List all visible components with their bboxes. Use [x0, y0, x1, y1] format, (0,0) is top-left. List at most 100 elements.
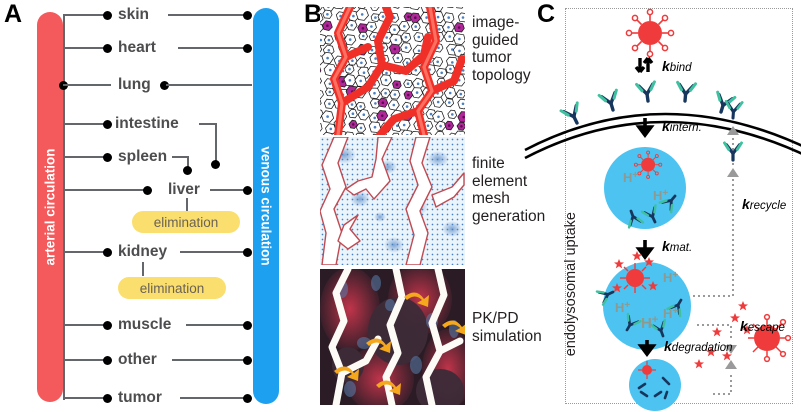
- liver-elimination-pill: elimination: [132, 211, 240, 233]
- muscle-inflow-line: [63, 324, 107, 326]
- venous-circulation-label: venous circulation: [258, 146, 274, 266]
- k-subscript: degradation: [671, 342, 733, 354]
- skin-outflow-dot: [243, 11, 252, 20]
- k-escape-arrowhead-up: [725, 360, 737, 369]
- mesh-generation-image: [320, 137, 465, 265]
- k-subscript: recycle: [749, 200, 787, 212]
- lung-inflow-line: [63, 84, 111, 86]
- membrane-antibody-recycled: [723, 99, 744, 121]
- organ-label-tumor: tumor: [118, 389, 162, 406]
- k-recycle-arrowhead-top: [727, 126, 739, 135]
- k-subscript: intern.: [669, 122, 702, 134]
- panel-c-label: C: [537, 0, 556, 28]
- heart-outflow-line: [178, 47, 250, 49]
- venous-circulation-bar: venous circulation: [253, 8, 279, 404]
- endosome-mature: [595, 251, 691, 350]
- caption-line: topology: [472, 66, 531, 84]
- k-escape-path: [697, 324, 732, 395]
- k-subscript: mat.: [669, 242, 693, 254]
- spleen-outflow-line: [172, 156, 189, 158]
- muscle-outflow-line: [186, 324, 250, 326]
- liver-elimination-label: elimination: [153, 214, 219, 230]
- kidney-elimination-pill: elimination: [118, 277, 226, 299]
- caption-line: tumor: [472, 49, 512, 67]
- caption-line: finite: [472, 155, 505, 172]
- caption-mesh-generation: finite element mesh generation: [472, 155, 545, 226]
- k-symbol: k: [740, 318, 748, 334]
- k-intern-label: kintern.: [662, 118, 702, 134]
- caption-line: element: [472, 172, 528, 190]
- liver-inflow-dot: [143, 186, 152, 195]
- spleen-inflow-line: [63, 156, 107, 158]
- arterial-trunk-line: [63, 15, 65, 400]
- panel-c: C endolysosomal uptake: [524, 0, 801, 412]
- heart-inflow-dot: [103, 44, 112, 53]
- organ-label-heart: heart: [118, 39, 156, 56]
- caption-tumor-topology: image- guided tumor topology: [472, 14, 531, 85]
- k-recycle-path: [693, 172, 734, 297]
- tumor-topology-image: [320, 7, 465, 135]
- lung-outflow-dot: [160, 81, 169, 90]
- skin-inflow-dot: [103, 11, 112, 20]
- other-outflow-dot: [243, 356, 252, 365]
- endosome-early: [604, 147, 686, 229]
- k-symbol: k: [664, 338, 672, 354]
- caption-line: guided: [472, 31, 519, 49]
- arterial-circulation-label: arterial circulation: [42, 148, 58, 266]
- k-mat-arrow: [635, 240, 655, 260]
- tumor-outflow-dot: [243, 394, 252, 403]
- organ-label-muscle: muscle: [118, 316, 172, 333]
- liver-elimination-stem: [186, 198, 188, 211]
- recycled-antibody: [722, 141, 744, 162]
- k-symbol: k: [742, 196, 750, 212]
- endosome-degraded: [629, 359, 681, 411]
- spleen-to-liver-dot: [183, 166, 192, 175]
- skin-inflow-line: [63, 14, 107, 16]
- k-symbol: k: [662, 58, 670, 74]
- organ-label-lung: lung: [118, 76, 151, 93]
- k-intern-arrow: [635, 118, 655, 138]
- k-subscript: escape: [747, 322, 785, 334]
- kidney-elimination-label: elimination: [139, 280, 205, 296]
- kidney-outflow-dot: [243, 248, 252, 257]
- organ-label-intestine: intestine: [115, 115, 179, 132]
- k-subscript: bind: [669, 62, 692, 74]
- k-degradation-arrow: [637, 340, 657, 357]
- k-recycle-label: krecycle: [742, 196, 786, 212]
- liver-outflow-line: [210, 189, 250, 191]
- caption-line: simulation: [472, 327, 542, 345]
- panel-a: A arterial circulation venous circulatio…: [0, 0, 300, 412]
- organ-label-spleen: spleen: [118, 148, 168, 165]
- panel-b-label: B: [304, 0, 323, 28]
- intestine-inflow-dot: [103, 120, 112, 129]
- organ-label-kidney: kidney: [118, 243, 168, 260]
- lung-outflow-line: [166, 84, 252, 86]
- caption-pkpd-simulation: PK/PD simulation: [472, 310, 542, 345]
- caption-line: generation: [472, 207, 546, 225]
- organ-label-liver: liver: [168, 181, 200, 198]
- tumor-inflow-line: [63, 397, 107, 399]
- panel-c-frame: [565, 8, 793, 404]
- other-outflow-line: [172, 359, 250, 361]
- caption-line: mesh: [472, 190, 510, 208]
- panel-c-diagram: H+ H+: [524, 8, 801, 411]
- other-inflow-dot: [103, 356, 112, 365]
- k-degradation-label: kdegradation: [664, 338, 733, 354]
- muscle-outflow-dot: [243, 321, 252, 330]
- other-inflow-line: [63, 359, 107, 361]
- k-escape-arrowhead-down: [725, 345, 737, 354]
- tumor-inflow-dot: [103, 394, 112, 403]
- k-bind-label: kbind: [662, 58, 692, 74]
- k-symbol: k: [662, 238, 670, 254]
- panel-b: B: [300, 0, 545, 412]
- kidney-inflow-dot: [103, 248, 112, 257]
- muscle-inflow-dot: [103, 321, 112, 330]
- kidney-outflow-line: [180, 251, 250, 253]
- heart-inflow-line: [63, 47, 107, 49]
- k-bind-arrow: [634, 56, 654, 74]
- intestine-inflow-line: [63, 123, 107, 125]
- arterial-circulation-bar: arterial circulation: [37, 12, 63, 402]
- skin-outflow-line: [168, 14, 250, 16]
- k-escape-label: kescape: [740, 318, 785, 334]
